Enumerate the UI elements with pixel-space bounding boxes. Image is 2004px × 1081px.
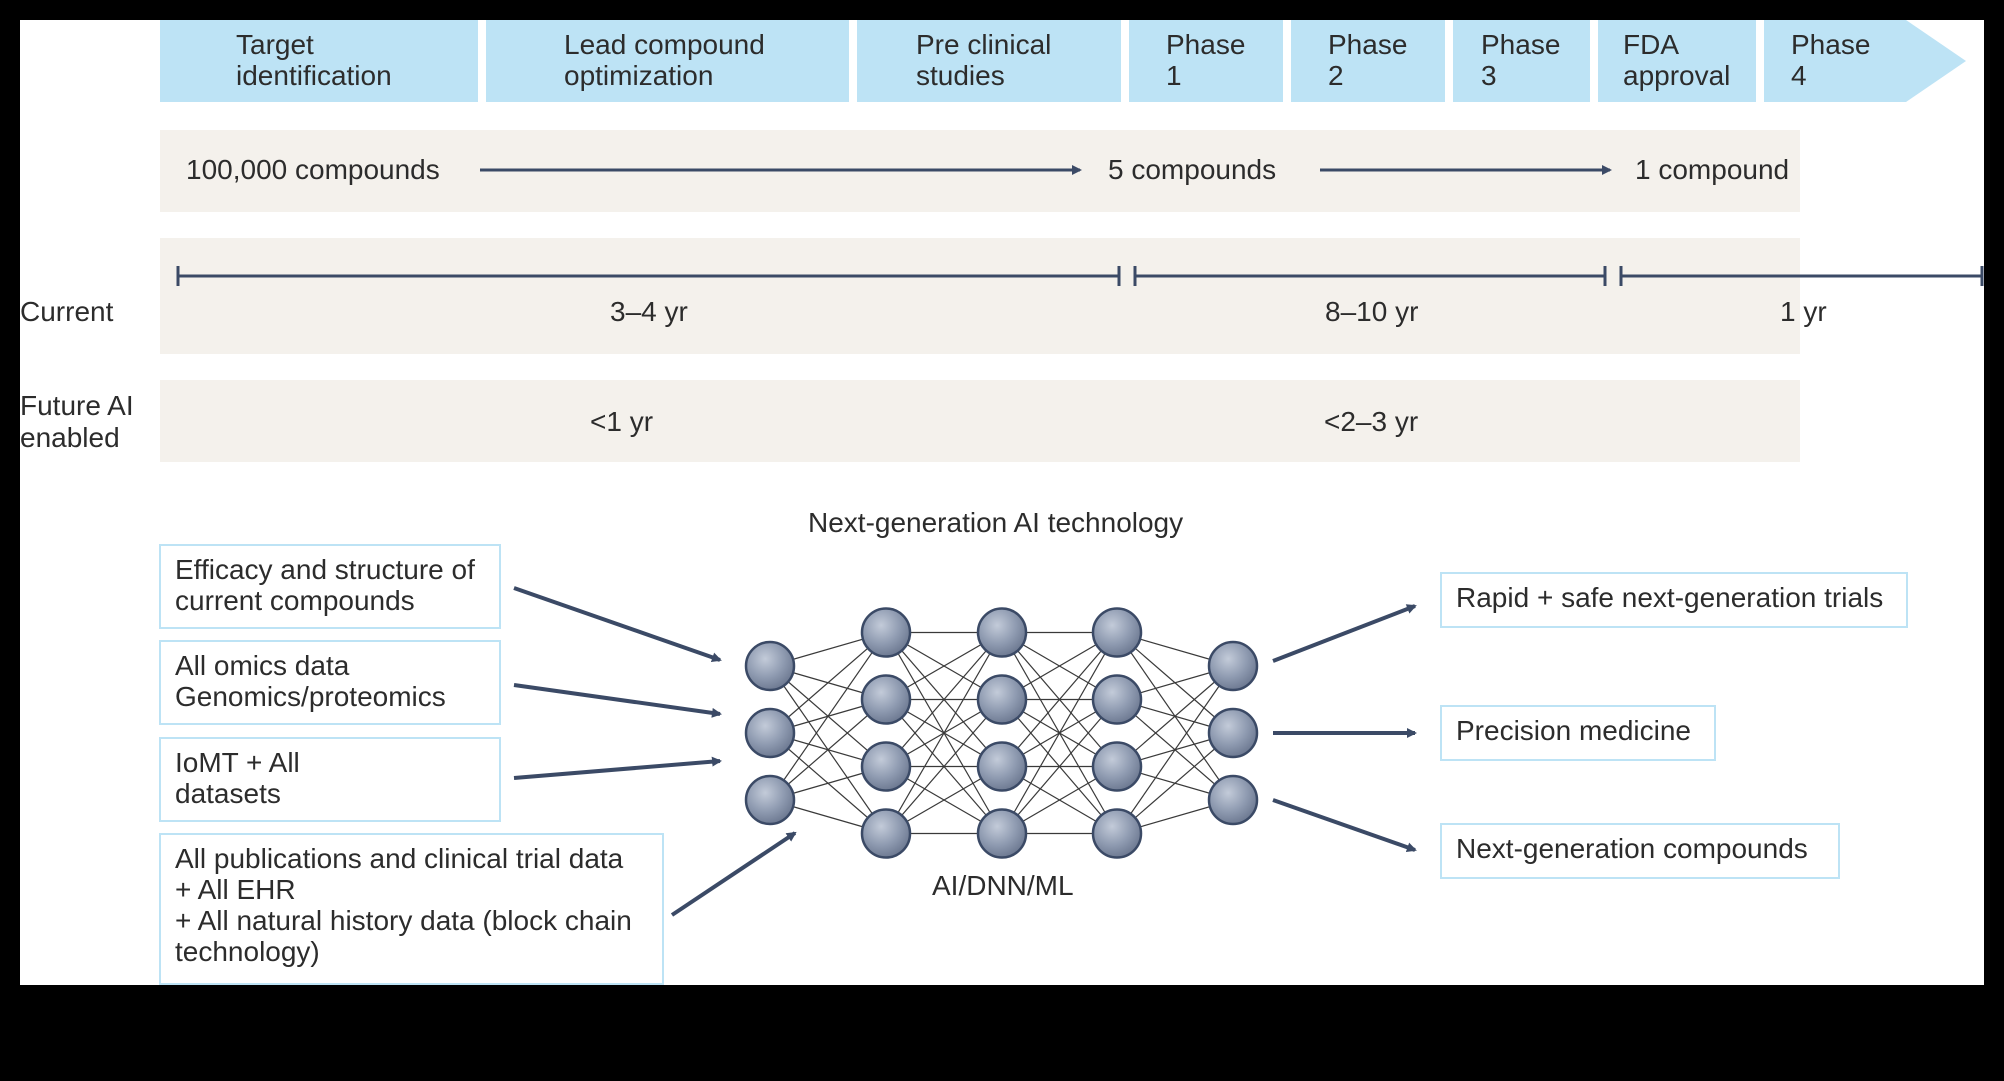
network-node-layer5-3 xyxy=(1207,774,1259,826)
network-node-layer5-1 xyxy=(1207,640,1259,692)
output-arrow-trials xyxy=(1272,604,1417,663)
network-edge xyxy=(1116,665,1234,767)
stage-phase-4: Phase 4 xyxy=(1764,20,1906,102)
input-box-efficacy: Efficacy and structure of current compou… xyxy=(159,544,501,629)
stage-arrow-tip xyxy=(1906,20,1966,102)
network-node-layer4-3 xyxy=(1091,741,1143,792)
network-node-layer2-3 xyxy=(860,741,912,792)
output-arrow-compounds xyxy=(1272,798,1417,853)
input-box-omics: All omics data Genomics/proteomics xyxy=(159,640,501,725)
output-box-precision-medicine: Precision medicine xyxy=(1440,705,1716,761)
network-node-layer2-1 xyxy=(860,607,912,658)
current-duration-1: 3–4 yr xyxy=(610,296,688,327)
stage-phase-1: Phase 1 xyxy=(1129,20,1283,102)
diagram-canvas: Target identification Lead compound opti… xyxy=(20,20,1984,985)
current-band xyxy=(160,238,1800,354)
network-edge xyxy=(1116,665,1234,834)
current-timeline-bar-3 xyxy=(1619,266,1984,286)
current-timeline-bar-2 xyxy=(1133,266,1607,286)
network-edge xyxy=(1001,632,1118,767)
stage-fda-approval: FDA approval xyxy=(1598,20,1756,102)
compounds-start: 100,000 compounds xyxy=(186,154,440,185)
network-title: Next-generation AI technology xyxy=(808,507,1184,538)
network-node-layer3-3 xyxy=(976,741,1028,792)
output-box-compounds: Next-generation compounds xyxy=(1440,823,1840,879)
network-node-layer3-2 xyxy=(976,674,1028,725)
network-node-layer5-2 xyxy=(1207,707,1259,759)
stage-phase-3: Phase 3 xyxy=(1453,20,1590,102)
network-edge xyxy=(1001,632,1118,834)
network-nodes xyxy=(744,607,1259,859)
current-label: Current xyxy=(20,296,114,327)
network-node-layer3-1 xyxy=(976,607,1028,658)
input-arrow-iomt xyxy=(513,756,722,780)
stage-lead-optimization: Lead compound optimization xyxy=(486,20,849,102)
input-box-iomt: IoMT + All datasets xyxy=(159,737,501,822)
network-node-layer4-4 xyxy=(1091,808,1143,859)
network-edge xyxy=(1116,732,1234,834)
output-box-trials: Rapid + safe next-generation trials xyxy=(1440,572,1908,628)
network-edge xyxy=(885,632,1003,767)
network-edge xyxy=(769,699,887,801)
compounds-middle: 5 compounds xyxy=(1108,154,1277,185)
network-node-layer2-4 xyxy=(860,808,912,859)
future-duration-1: <1 yr xyxy=(590,406,654,437)
network-edges xyxy=(769,631,1234,835)
network-caption: AI/DNN/ML xyxy=(932,870,1074,901)
compounds-end: 1 compound xyxy=(1635,154,1790,185)
future-label: Future AI enabled xyxy=(20,390,134,453)
input-arrow-efficacy xyxy=(513,586,722,663)
diagram-graphics xyxy=(176,20,1984,917)
stage-phase-2: Phase 2 xyxy=(1291,20,1445,102)
network-node-layer4-2 xyxy=(1091,674,1143,725)
future-duration-2: <2–3 yr xyxy=(1324,406,1419,437)
current-timeline-bar-1 xyxy=(176,266,1121,286)
stage-target-identification: Target identification xyxy=(160,20,478,102)
network-node-layer3-4 xyxy=(976,808,1028,859)
network-node-layer1-2 xyxy=(744,707,796,759)
future-band xyxy=(160,380,1800,462)
input-box-publications: All publications and clinical trial data… xyxy=(159,833,664,985)
network-node-layer4-1 xyxy=(1091,607,1143,658)
network-node-layer2-2 xyxy=(860,674,912,725)
network-edge xyxy=(885,632,1003,834)
current-duration-2: 8–10 yr xyxy=(1325,296,1419,327)
current-duration-3: 1 yr xyxy=(1780,296,1827,327)
network-edge xyxy=(1001,699,1118,834)
network-node-layer1-3 xyxy=(744,774,796,826)
input-arrow-publications xyxy=(670,831,797,917)
network-node-layer1-1 xyxy=(744,640,796,692)
network-edge xyxy=(769,632,887,734)
network-edge xyxy=(885,699,1003,834)
input-arrow-omics xyxy=(513,683,722,718)
stage-preclinical: Pre clinical studies xyxy=(857,20,1121,102)
network-edge xyxy=(769,632,887,801)
